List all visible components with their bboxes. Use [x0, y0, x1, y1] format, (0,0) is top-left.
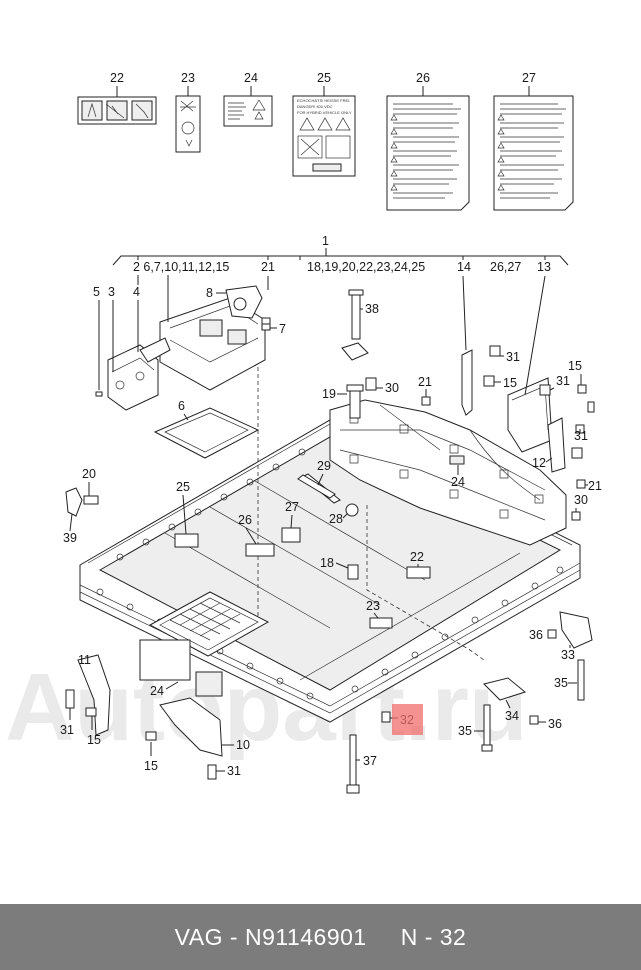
label25-line3: FOR HYBRID VEHICLE ONLY: [297, 110, 352, 115]
callout-19: 19: [322, 387, 336, 401]
tray-center-callouts: 29 28 25 26 27 24 18 22 23: [176, 459, 465, 619]
label-24-warning-sticker: [223, 95, 273, 127]
flange-bolt-holes: [96, 448, 564, 700]
left-fasteners: 20 39: [63, 467, 99, 545]
callout-15-right-a: 15: [503, 376, 517, 390]
center-upper-fasteners: 38 19 30 21: [322, 289, 432, 419]
callout-6: 6: [178, 399, 185, 413]
callout-35-lower: 35: [458, 724, 472, 738]
control-module-callouts: 5 3 4 8 7 6: [93, 275, 286, 421]
control-module-assembly: [95, 285, 271, 459]
right-side-brackets: [461, 345, 595, 521]
callout-18: 18: [320, 556, 334, 570]
callout-25-top: 25: [317, 71, 331, 85]
callout-24-lower: 24: [150, 684, 164, 698]
callout-31-right-c: 31: [574, 429, 588, 443]
callout-21-right: 21: [588, 479, 602, 493]
callout-31-lower-a: 31: [60, 723, 74, 737]
callout-8: 8: [206, 286, 213, 300]
callout-31-lower-b: 31: [227, 764, 241, 778]
lower-fasteners: 32 37 35 34 36 36 33 35: [346, 611, 593, 794]
callout-35-right: 35: [554, 676, 568, 690]
callout-36-right: 36: [529, 628, 543, 642]
callout-25-tray: 25: [176, 480, 190, 494]
callout-15-lower-a: 15: [87, 733, 101, 747]
bracket-sub-callouts: 2 6,7,10,11,12,15 21 18,19,20,22,23,24,2…: [133, 260, 551, 274]
callout-13: 13: [537, 260, 551, 274]
callout-22-top: 22: [110, 71, 124, 85]
right-side-callouts: 31 15 15 31 31 12 21 30: [462, 275, 602, 512]
callout-10: 10: [236, 738, 250, 752]
callout-group-c: 26,27: [490, 260, 521, 274]
callout-22-tray: 22: [410, 550, 424, 564]
callout-27-tray: 27: [285, 500, 299, 514]
callout-31-right-b: 31: [556, 374, 570, 388]
callout-33: 33: [561, 648, 575, 662]
callout-5: 5: [93, 285, 100, 299]
callout-21-group: 21: [261, 260, 275, 274]
part-number-footer: VAG - N91146901 N - 32: [0, 904, 641, 970]
callout-26-top: 26: [416, 71, 430, 85]
label-26-instruction-sheet: [386, 95, 470, 211]
label-22-pictogram-strip: [77, 96, 157, 125]
callout-20: 20: [82, 467, 96, 481]
callout-23-tray: 23: [366, 599, 380, 613]
part-number-text: VAG - N91146901: [174, 923, 367, 950]
callout-38: 38: [365, 302, 379, 316]
callout-31-right-a: 31: [506, 350, 520, 364]
callout-group-a: 2 6,7,10,11,12,15: [133, 260, 229, 274]
callout-group-b: 18,19,20,22,23,24,25: [307, 260, 425, 274]
exploded-parts-diagram: Autopart.ru ECHOCHÄTS! HEISSE FREL DANGE…: [5, 71, 602, 794]
callout-15-right-b: 15: [568, 359, 582, 373]
callout-29: 29: [317, 459, 331, 473]
callout-30-top: 30: [385, 381, 399, 395]
callout-24-top: 24: [244, 71, 258, 85]
callout-3: 3: [108, 285, 115, 299]
callout-4: 4: [133, 285, 140, 299]
lower-left-brackets: 11 24 31 15 10 15 31: [60, 653, 250, 780]
callout-23-top: 23: [181, 71, 195, 85]
callout-34: 34: [505, 709, 519, 723]
label-25-high-voltage-label: ECHOCHÄTS! HEISSE FREL DANGER! 400 VDC F…: [292, 95, 356, 177]
highlighted-callout-box: [392, 704, 423, 735]
label-23-recycling-sticker: [175, 95, 201, 153]
callout-12: 12: [532, 456, 546, 470]
callout-11: 11: [78, 653, 91, 667]
callout-27-top: 27: [522, 71, 536, 85]
callout-21-center: 21: [418, 375, 432, 389]
battery-module-cover: [329, 399, 567, 546]
position-reference-text: N - 32: [400, 923, 467, 950]
callout-28: 28: [329, 512, 343, 526]
callout-1: 1: [322, 234, 329, 248]
callout-7: 7: [279, 322, 286, 336]
label25-line2: DANGER! 400 VDC: [297, 104, 333, 109]
callout-37: 37: [363, 754, 377, 768]
callout-15-lower-b: 15: [144, 759, 158, 773]
callout-30-right: 30: [574, 493, 588, 507]
assembly-bracket-1: 1: [112, 234, 569, 266]
callout-26-tray: 26: [238, 513, 252, 527]
label25-line1: ECHOCHÄTS! HEISSE FREL: [297, 98, 351, 103]
callout-39: 39: [63, 531, 77, 545]
callout-24-module: 24: [451, 475, 465, 489]
callout-36-lower: 36: [548, 717, 562, 731]
top-row-callouts: 22 23 24 25 26 27: [110, 71, 536, 97]
label-27-instruction-sheet: [493, 95, 574, 211]
callout-14: 14: [457, 260, 471, 274]
